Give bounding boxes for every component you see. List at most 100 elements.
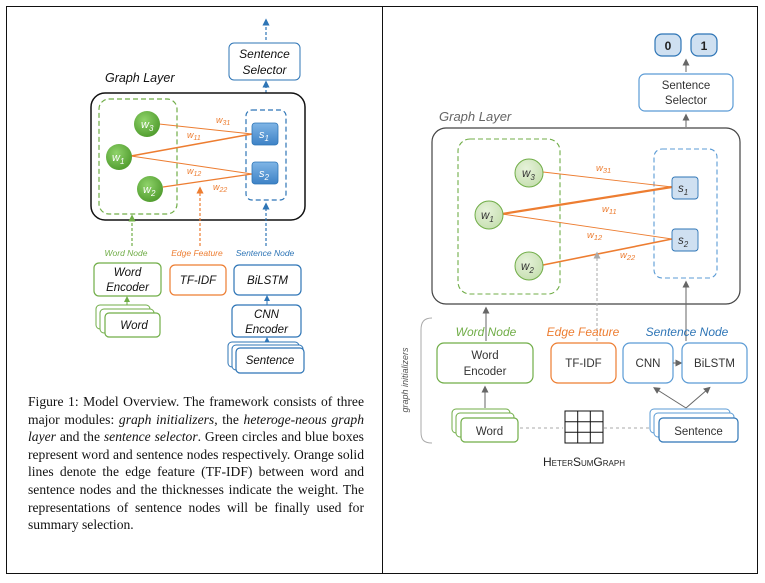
caption-module-1: graph initializers [118, 411, 215, 427]
panel-divider [382, 6, 383, 574]
sentence-node-s1: s1 [671, 176, 699, 200]
word-node-w1: w1 [474, 200, 504, 230]
caption-text-3: . Green circles and blue boxes represent… [28, 429, 364, 533]
svg-text:Word: Word [471, 350, 498, 362]
edge-label-w22: w22 [620, 250, 636, 262]
svg-text:s2: s2 [259, 168, 270, 182]
sentence-node-s2: s2 [251, 161, 279, 185]
svg-text:Selector: Selector [665, 95, 707, 107]
initializer-bracket [420, 317, 433, 444]
svg-text:CNN: CNN [636, 358, 661, 370]
sentence-node-s1: s1 [251, 122, 279, 146]
caption-module-3: sentence selector [103, 429, 198, 445]
edges [130, 123, 253, 188]
word-node-label: Word Node [105, 248, 148, 258]
cnn-encoder-box: CNN Encoder [231, 304, 302, 338]
word-node-w1: w1 [106, 144, 132, 170]
svg-text:Encoder: Encoder [464, 366, 507, 378]
edge-feature-label: Edge Feature [171, 248, 223, 258]
svg-text:1: 1 [701, 39, 708, 53]
word-node-group [457, 138, 561, 295]
edge-w1-s1 [501, 185, 673, 216]
word-node-w2: w2 [514, 251, 544, 281]
edge-label-w31: w31 [596, 163, 611, 175]
selector-line-1: Sentence [239, 47, 290, 61]
right-model-diagram: 0 1 Sentence Selector Graph Layer w31 w1… [400, 33, 748, 469]
output-label-0: 0 [654, 33, 682, 57]
edge-label-w22: w22 [213, 182, 227, 194]
svg-text:CNN: CNN [254, 309, 280, 321]
edge-w1-s2 [501, 213, 673, 240]
edge-w2-s2 [162, 173, 253, 188]
sentence-input-stack: Sentence [227, 341, 305, 374]
sentence-to-cnn-arrow [653, 387, 687, 409]
edge-weight-labels: w31 w11 w12 w22 [587, 163, 636, 262]
svg-text:Encoder: Encoder [245, 324, 289, 336]
svg-text:Sentence: Sentence [674, 426, 723, 438]
svg-text:w2: w2 [521, 261, 534, 275]
edge-feature-label: Edge Feature [547, 325, 620, 339]
graph-layer-label: Graph Layer [105, 71, 175, 85]
edge-label-w12: w12 [587, 230, 603, 242]
svg-text:w3: w3 [522, 168, 535, 182]
sentence-node-group [653, 148, 718, 279]
sentence-node-label: Sentence Node [646, 325, 729, 339]
word-node-label: Word Node [456, 325, 517, 339]
figure-caption: Figure 1: Model Overview. The framework … [28, 393, 364, 534]
word-node-w3: w3 [134, 111, 160, 137]
svg-text:s1: s1 [259, 129, 269, 143]
edge-w2-s2 [542, 238, 673, 266]
edge-label-w31: w31 [216, 115, 230, 127]
svg-text:w3: w3 [141, 119, 154, 133]
word-encoder-box: Word Encoder [436, 342, 534, 384]
word-node-group [98, 98, 178, 215]
sentence-selector-box: Sentence Selector [228, 42, 301, 81]
graph-layer-box [431, 127, 741, 305]
sentence-selector-box: Sentence Selector [638, 73, 734, 112]
word-input-stack: Word [451, 408, 519, 443]
svg-text:Encoder: Encoder [106, 282, 150, 294]
word-node-w2: w2 [137, 176, 163, 202]
cnn-box: CNN [622, 342, 674, 384]
output-label-1: 1 [690, 33, 718, 57]
sentence-node-s2: s2 [671, 228, 699, 252]
svg-text:TF-IDF: TF-IDF [180, 275, 217, 287]
caption-text-1: , the [214, 411, 244, 427]
edge-w1-s2 [130, 155, 253, 175]
svg-text:w1: w1 [112, 152, 124, 166]
bilstm-box: BiLSTM [233, 264, 302, 296]
svg-text:s1: s1 [678, 183, 688, 197]
svg-text:Word: Word [476, 426, 503, 438]
svg-text:0: 0 [665, 39, 672, 53]
graph-initializers-side-label: graph initializers [400, 347, 410, 413]
svg-text:s2: s2 [678, 235, 689, 249]
caption-text-2: and the [55, 429, 104, 445]
caption-lead: Figure 1: Model Overview. The framework … [28, 394, 364, 427]
sentence-to-bilstm-arrow [685, 386, 711, 409]
svg-text:BiLSTM: BiLSTM [694, 358, 735, 370]
edge-label-w11: w11 [602, 204, 617, 216]
edge-w3-s1 [158, 123, 253, 135]
edge-label-w11: w11 [187, 130, 201, 142]
svg-text:BiLSTM: BiLSTM [247, 275, 288, 287]
svg-text:w2: w2 [143, 184, 156, 198]
svg-text:w1: w1 [481, 210, 494, 224]
sentence-input-stack: Sentence [649, 408, 739, 443]
word-encoder-box: Word Encoder [93, 262, 162, 297]
word-input-stack: Word [95, 304, 161, 338]
edge-weight-labels: w31 w11 w12 w22 [187, 115, 230, 194]
svg-text:TF-IDF: TF-IDF [565, 358, 601, 370]
tfidf-box: TF-IDF [169, 264, 227, 296]
edge-w1-s1 [130, 133, 253, 157]
tfidf-matrix-icon [564, 410, 604, 444]
edge-w3-s1 [542, 171, 673, 188]
svg-text:Sentence: Sentence [662, 80, 711, 92]
word-node-w3: w3 [514, 158, 544, 188]
caption-module-2: heteroge-neous graph layer [28, 411, 364, 445]
svg-text:Sentence: Sentence [246, 355, 295, 367]
bilstm-box: BiLSTM [681, 342, 748, 384]
edges [501, 171, 673, 266]
svg-text:Word: Word [114, 267, 142, 279]
graph-layer-label: Graph Layer [439, 109, 512, 124]
model-title: HeterSumGraph [543, 455, 625, 469]
